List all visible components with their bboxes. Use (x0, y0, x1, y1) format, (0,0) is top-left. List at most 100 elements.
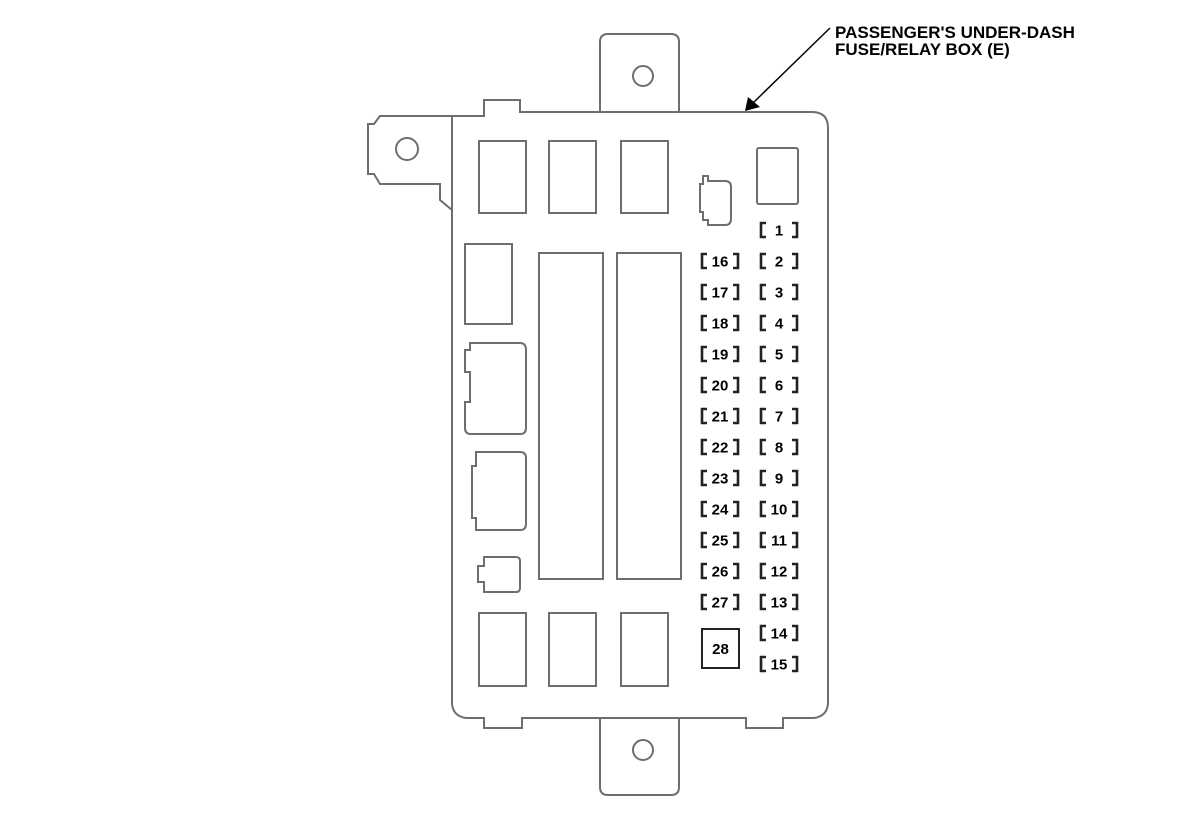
right-fuse-slot: 15 (771, 657, 788, 674)
left-mounting-hole (395, 137, 419, 161)
right-fuse-slot: 11 (771, 533, 787, 550)
left-bracket-close (733, 252, 740, 270)
left-bracket-close (733, 469, 740, 487)
right-bracket-open (759, 252, 766, 270)
left-bracket-close (733, 376, 740, 394)
right-bracket-close (792, 624, 799, 642)
right-bracket-close (792, 562, 799, 580)
left-fuse-slot: 25 (712, 533, 729, 550)
left-bracket-open (700, 345, 707, 363)
left-bracket-close (733, 407, 740, 425)
right-bracket-open (759, 345, 766, 363)
right-bracket-open (759, 562, 766, 580)
right-fuse-slot: 5 (775, 347, 783, 364)
relay-large-left (538, 252, 604, 580)
left-bracket-close (733, 562, 740, 580)
box-body-outline (451, 99, 829, 729)
left-fuse-slot: 23 (712, 471, 729, 488)
left-fuse-number: 24 (712, 502, 729, 519)
right-fuse-slot: 1 (775, 223, 783, 240)
left-fuse-slot: 21 (712, 409, 729, 426)
right-fuse-slot: 13 (771, 595, 788, 612)
left-fuse-number: 25 (712, 533, 729, 550)
top-mounting-tab (599, 33, 680, 112)
relay-top-2 (548, 140, 597, 214)
left-bracket-close (733, 345, 740, 363)
right-fuse-number: 14 (771, 626, 788, 643)
left-bracket-open (700, 283, 707, 301)
right-fuse-number: 1 (775, 223, 783, 240)
right-bracket-open (759, 314, 766, 332)
left-bracket-open (700, 593, 707, 611)
right-fuse-slot: 8 (775, 440, 783, 457)
left-bracket-close (733, 314, 740, 332)
left-fuse-number: 22 (712, 440, 729, 457)
right-bracket-open (759, 500, 766, 518)
relay-top-1 (478, 140, 527, 214)
left-bracket-open (700, 314, 707, 332)
connector-left-1 (464, 342, 527, 435)
right-bracket-open (759, 438, 766, 456)
right-fuse-number: 11 (771, 533, 787, 550)
left-fuse-slot: 17 (712, 285, 729, 302)
callout-label: PASSENGER'S UNDER-DASH FUSE/RELAY BOX (E… (835, 24, 1075, 58)
left-bracket-open (700, 376, 707, 394)
relay-bottom-3 (620, 612, 669, 687)
left-fuse-slot: 18 (712, 316, 729, 333)
left-fuse-slot: 26 (712, 564, 729, 581)
right-fuse-slot: 4 (775, 316, 784, 333)
fuse-slots: 1234567891011121314151617181920212223242… (700, 221, 799, 674)
left-bracket-close (733, 593, 740, 611)
left-fuse-slot: 19 (712, 347, 729, 364)
left-bracket-open (700, 438, 707, 456)
right-bracket-open (759, 531, 766, 549)
relay-bottom-2 (548, 612, 597, 687)
left-bracket-open (700, 407, 707, 425)
right-fuse-number: 15 (771, 657, 788, 674)
left-fuse-number: 20 (712, 378, 729, 395)
callout-line-2: FUSE/RELAY BOX (E) (835, 40, 1010, 59)
callout-line-1: PASSENGER'S UNDER-DASH (835, 23, 1075, 42)
right-fuse-slot: 6 (775, 378, 783, 395)
right-fuse-number: 3 (775, 285, 783, 302)
left-bracket-open (700, 500, 707, 518)
right-fuse-slot: 3 (775, 285, 783, 302)
right-fuse-number: 8 (775, 440, 783, 457)
right-bracket-open (759, 593, 766, 611)
left-fuse-number: 27 (712, 595, 729, 612)
right-fuse-slot: 10 (771, 502, 788, 519)
right-bracket-close (792, 655, 799, 673)
left-fuse-slot: 16 (712, 254, 729, 271)
left-mounting-tab (367, 115, 453, 211)
left-fuse-slot: 20 (712, 378, 729, 395)
right-bracket-open (759, 624, 766, 642)
bottom-mounting-hole (632, 739, 654, 761)
boxed-fuse-outline (701, 628, 740, 669)
left-bracket-close (733, 500, 740, 518)
left-fuse-number: 18 (712, 316, 729, 333)
left-fuse-number: 26 (712, 564, 729, 581)
left-fuse-number: 23 (712, 471, 729, 488)
left-bracket-close (733, 283, 740, 301)
right-bracket-open (759, 655, 766, 673)
right-fuse-number: 5 (775, 347, 783, 364)
right-fuse-number: 6 (775, 378, 783, 395)
right-fuse-slot: 7 (775, 409, 783, 426)
right-bracket-close (792, 531, 799, 549)
left-bracket-close (733, 438, 740, 456)
right-bracket-open (759, 407, 766, 425)
right-fuse-slot: 14 (771, 626, 788, 643)
callout-leader-arrow (745, 27, 831, 111)
left-fuse-slot: 22 (712, 440, 729, 457)
right-bracket-open (759, 283, 766, 301)
right-bracket-close (792, 500, 799, 518)
left-fuse-number: 16 (712, 254, 729, 271)
relay-top-right (756, 147, 799, 205)
right-bracket-close (792, 469, 799, 487)
right-bracket-close (792, 345, 799, 363)
right-fuse-number: 2 (775, 254, 783, 271)
right-bracket-close (792, 314, 799, 332)
left-fuse-slot: 27 (712, 595, 729, 612)
